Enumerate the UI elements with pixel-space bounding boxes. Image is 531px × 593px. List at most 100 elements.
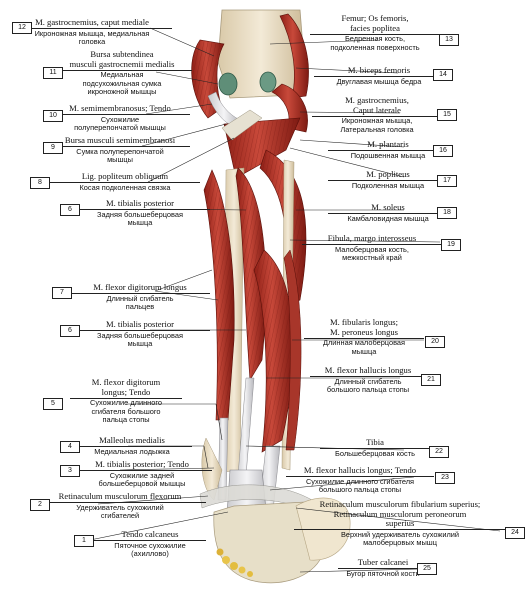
label-number: 2	[30, 499, 50, 511]
russian-term: мышца	[351, 346, 377, 356]
latin-term: Tibia	[366, 437, 384, 447]
russian-term: подколенная поверхность	[330, 42, 420, 52]
label-number: 11	[43, 67, 63, 79]
latin-term: M. flexor hallucis longus; Tendo	[303, 465, 417, 475]
latin-term: M. soleus	[371, 202, 405, 212]
latin-term: musculi gastrocnemii medialis	[69, 58, 175, 69]
label-number: 5	[43, 398, 63, 410]
label-rule	[70, 330, 210, 331]
russian-term: Медиальная	[100, 70, 144, 79]
russian-term: Задняя большеберцовая	[97, 209, 183, 219]
latin-term: Fibula, margo interosseus	[327, 233, 417, 243]
label-rule	[338, 568, 428, 569]
label-rule	[304, 337, 424, 339]
latin-term: M. tibialis posterior	[105, 319, 175, 329]
russian-term: Двуглавая мышца бедра	[336, 76, 422, 86]
russian-term: подсухожильная сумка	[82, 78, 162, 88]
label-rule	[12, 28, 172, 29]
russian-term: Латеральная головка	[340, 124, 414, 134]
label-number: 4	[60, 441, 80, 453]
label-rule	[302, 244, 442, 245]
russian-term: полуперепончатой мышцы	[74, 123, 166, 132]
label-number: 15	[437, 109, 457, 121]
russian-term: Сухожилие	[100, 114, 140, 124]
label-rule	[328, 213, 448, 214]
label-rule	[312, 115, 442, 117]
label-number: 16	[433, 145, 453, 157]
russian-term: Длинный сгибатель	[106, 293, 174, 303]
latin-term: facies poplitea	[350, 22, 400, 33]
latin-term: M. flexor digitorum longus	[93, 282, 187, 292]
label-rule	[50, 114, 190, 115]
label-number: 20	[425, 336, 445, 348]
label-rule	[52, 69, 192, 71]
label-24: Retinaculum musculorum fibularium superi…	[294, 499, 506, 548]
russian-term: Икроножная мышца,	[341, 116, 413, 125]
label-rule	[328, 180, 448, 181]
russian-term: мышца	[127, 218, 153, 227]
russian-term: мышцы	[107, 155, 133, 164]
label-number: 24	[505, 527, 525, 539]
russian-term: Косая подколенная связка	[79, 182, 171, 192]
label-number: 10	[43, 110, 63, 122]
label-number: 6	[60, 204, 80, 216]
russian-term: Камбаловидная мышца	[347, 213, 429, 223]
russian-term: икроножной мышцы	[87, 87, 157, 96]
latin-term: M. fibularis longus;	[329, 317, 399, 327]
label-number: 8	[30, 177, 50, 189]
russian-term: головка	[78, 37, 106, 46]
label-number: 23	[435, 472, 455, 484]
label-number: 13	[439, 34, 459, 46]
label-number: 21	[421, 374, 441, 386]
latin-term: Tuber calcanei	[357, 557, 409, 567]
label-rule	[70, 397, 182, 399]
russian-term: Сухожилие длинного сгибателя	[305, 476, 415, 486]
latin-term: M. gastrocnemius,	[345, 95, 409, 105]
label-rule	[320, 448, 430, 449]
label-rule	[72, 446, 192, 447]
latin-term: M. flexor hallucis longus	[324, 365, 412, 375]
russian-term: Медиальная лодыжка	[94, 446, 170, 456]
label-rule	[34, 502, 206, 503]
russian-term: сгибателя большого	[91, 406, 161, 416]
russian-term: Бугор пяточной кости	[346, 568, 420, 578]
latin-term: Malleolus medialis	[99, 435, 165, 445]
label-rule	[72, 470, 212, 471]
label-number: 6	[60, 325, 80, 337]
russian-term: сгибателей	[100, 511, 140, 520]
latin-term: Retinaculum musculorum flexorum	[58, 491, 182, 501]
bursa-shape	[218, 72, 238, 96]
latin-term: M. tibialis posterior	[105, 198, 175, 208]
label-number: 17	[437, 175, 457, 187]
russian-term: Верхний удерживатель сухожилий	[340, 529, 460, 539]
latin-term: superius	[385, 518, 415, 528]
label-number: 18	[437, 207, 457, 219]
label-number: 1	[74, 535, 94, 547]
russian-term: большого пальца стопы	[326, 385, 410, 394]
russian-term: Сухожилие длинного	[89, 398, 163, 407]
russian-term: Длинный сгибатель	[334, 376, 402, 386]
latin-term: M. flexor digitorum	[91, 377, 161, 387]
russian-term: Сухожилие задней	[109, 470, 175, 480]
latin-term: M. tibialis posterior; Tendo	[95, 459, 189, 469]
russian-term: Длинная малоберцовая	[322, 338, 406, 347]
label-number: 25	[417, 563, 437, 575]
label-number: 19	[441, 239, 461, 251]
